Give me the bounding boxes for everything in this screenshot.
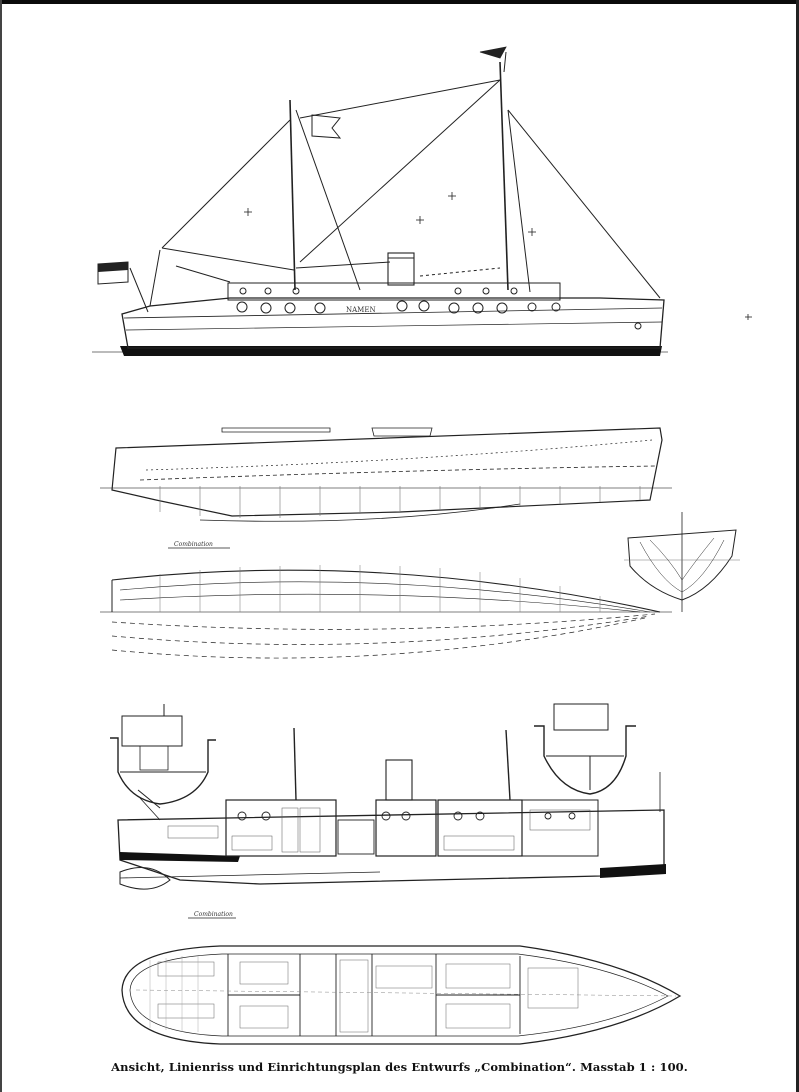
scan-left-border <box>0 0 2 1092</box>
cross-section-right <box>534 703 636 795</box>
deck-plan <box>121 945 682 1045</box>
side-view: NAMEN <box>92 46 752 356</box>
inboard-profile: Combination <box>117 727 666 919</box>
lines-plan-title: Combination <box>174 541 213 548</box>
hull-name-label: NAMEN <box>346 306 376 314</box>
lines-sheer-plan: Combination <box>100 427 672 549</box>
scan-right-border <box>796 0 799 1092</box>
portholes <box>236 287 642 330</box>
profile-title: Combination <box>194 911 233 918</box>
scan-top-border <box>0 0 799 4</box>
plate-caption: Ansicht, Linienriss und Einrichtungsplan… <box>111 1060 688 1074</box>
body-plan <box>624 512 740 612</box>
cross-section-left <box>110 704 216 809</box>
lines-halfbreadth-plan <box>100 565 672 659</box>
